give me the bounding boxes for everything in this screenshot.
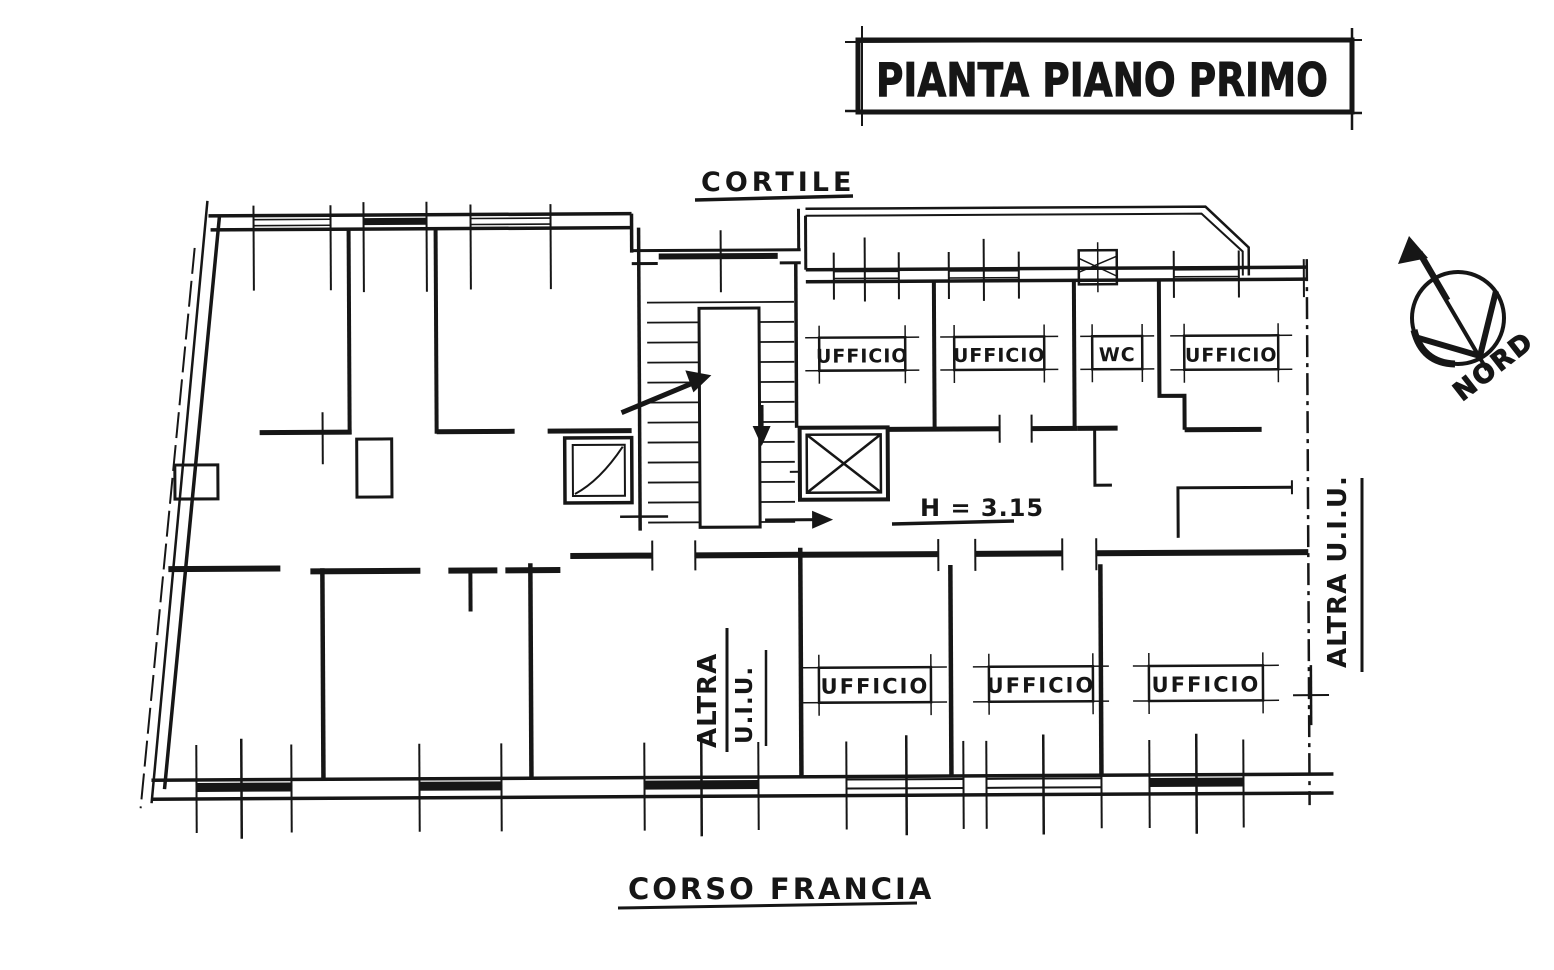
entry-arrow-head [812,510,834,529]
exterior-walls [139,200,1334,809]
room-label-box: UFFICIO [940,324,1059,383]
window [418,743,503,832]
courtyard-label: CORTILE [701,167,855,198]
room-label: UFFICIO [816,345,909,367]
stair-direction-line [620,378,701,416]
room-label: UFFICIO [987,673,1096,698]
window [1172,250,1305,298]
annotations: CORTILE CORSO FRANCIA H = 3.15 ALTRA U.I… [617,167,1364,910]
staircase [620,227,834,531]
window [195,738,293,839]
room-label-box: UFFICIO [1132,652,1280,714]
room-label-box: UFFICIO [972,653,1110,715]
adjacent-unit-middle-line1: ALTRA [693,653,723,748]
wc-vent [1077,242,1119,293]
room-labels: UFFICIO UFFICIO WC UFFICIO [802,323,1293,716]
window [985,734,1103,835]
window [947,238,1020,301]
title-box: PIANTA PIANO PRIMO [844,26,1363,130]
window [643,736,760,837]
room-label: WC [1099,344,1136,366]
south-wall [151,772,1334,782]
street-label: CORSO FRANCIA [628,872,934,906]
room-label: UFFICIO [1185,344,1278,366]
window [845,735,965,836]
unit-boundary [1305,259,1311,806]
left-slanted-wall [150,200,209,804]
room-label-box: UFFICIO [805,325,920,384]
interior-walls [168,228,1309,780]
compass-shading [1410,329,1456,368]
stair-bay-wall [631,248,801,253]
stair-left-wall [636,227,642,531]
room-label-box: UFFICIO [1170,323,1293,383]
window [469,204,552,290]
window [252,205,332,291]
plan: UFFICIO UFFICIO WC UFFICIO [139,200,1334,839]
north-arrow-head [1398,236,1428,264]
north-label: NORD [1448,326,1540,407]
adjacent-unit-right-label: ALTRA U.I.U. [1323,475,1353,668]
north-wall-left [208,211,632,218]
wall-notch [173,463,220,501]
stair-up-arrow-head [685,370,712,393]
room-label: UFFICIO [1152,672,1261,697]
north-wall-offices [805,265,1307,272]
ceiling-height-note: H = 3.15 [920,494,1044,522]
wc-wall [1156,279,1187,430]
room-label: UFFICIO [821,674,930,699]
elevator-shaft [789,425,891,502]
room-label-box: UFFICIO [802,654,948,716]
stair-right-wall [794,262,799,428]
duct-pillar [355,437,394,499]
window [362,201,428,293]
window [1148,733,1245,834]
plan-title: PIANTA PIANO PRIMO [876,53,1328,107]
boundary-line [1293,259,1330,806]
stair-down-arrow-head [752,425,771,446]
compass-circle [1410,270,1506,366]
adjacent-unit-middle-line2: U.I.U. [732,666,758,744]
balcony-edge [805,205,1251,276]
compass-needle [1414,290,1499,359]
compass: NORD [1398,236,1540,408]
room-label: UFFICIO [953,345,1046,367]
stair-well [697,306,762,529]
room-label-box: WC [1080,323,1155,383]
window [832,237,900,302]
entrance-door-band [658,252,778,260]
windows [195,201,1305,839]
light-shaft [562,435,634,505]
